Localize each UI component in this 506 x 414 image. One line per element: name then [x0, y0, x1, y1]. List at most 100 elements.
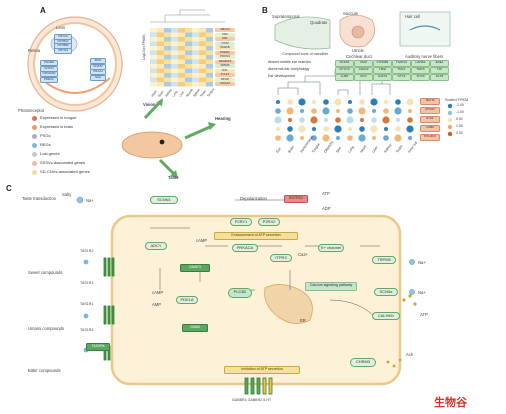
- expression-dot: [287, 99, 293, 105]
- heat-cell: [178, 55, 185, 60]
- heat-row-pde6b: PDE6B: [215, 46, 235, 50]
- expression-dot: [311, 135, 317, 141]
- heat-cell: [157, 46, 164, 51]
- heat-cell: [192, 64, 199, 69]
- receptor-tas1r1: TAS1R1: [80, 302, 94, 306]
- legend-label: Expressed in tongue: [40, 115, 77, 120]
- scale-value: 0.00: [456, 117, 463, 121]
- sweet-label: Sweet compounds: [28, 270, 63, 275]
- heat-cell: [192, 55, 199, 60]
- heat-cell: [199, 73, 206, 78]
- heat-cell: [199, 64, 206, 69]
- heat-cell: [171, 64, 178, 69]
- expression-dot: [324, 118, 328, 122]
- heat-cell: [185, 68, 192, 73]
- dendrogram-b: [277, 69, 391, 95]
- eye-gene-sag: SAG: [90, 74, 106, 81]
- scale-legend-b: [447, 103, 453, 137]
- heat-cell: [164, 50, 171, 55]
- legend-label: REGs: [40, 142, 51, 147]
- expression-dot: [395, 126, 401, 132]
- heat-cell: [157, 59, 164, 64]
- trpm5-box: TRPM5: [372, 256, 396, 264]
- scn-box: SCN5a: [374, 288, 398, 296]
- heat-cell: [157, 50, 164, 55]
- side-gene-atoh1: ATOH1: [420, 107, 440, 114]
- na-label-3: Na+: [418, 290, 426, 295]
- scale-dot: [447, 124, 453, 130]
- heat-cell: [157, 32, 164, 37]
- heatmap-a: [150, 28, 213, 87]
- fish-eye: [159, 139, 165, 145]
- auditory-nerve-label: Auditory nerve fibers: [405, 54, 444, 59]
- heat-cell: [206, 37, 213, 42]
- heat-row-pde6g: PDE6G: [215, 50, 235, 55]
- scale-dot: [447, 117, 453, 123]
- phenotype-gene-ede1: EDE1: [430, 59, 449, 67]
- expression-dot: [360, 118, 364, 122]
- er-shape: [264, 284, 313, 324]
- lens-label: Lens: [56, 25, 66, 30]
- heat-cell: [192, 68, 199, 73]
- heat-cell: [178, 41, 185, 46]
- scale-value: -1.00: [456, 110, 464, 114]
- heat-cell: [157, 68, 164, 73]
- receptor-tas1r2: TAS1R2: [80, 249, 94, 253]
- depolarization-label: Depolarization: [240, 196, 267, 201]
- heat-cell: [192, 46, 199, 51]
- expression-dot: [336, 136, 340, 140]
- phenotype-gene-hand1: HAND1: [411, 59, 430, 67]
- heat-cell: [185, 28, 192, 33]
- heat-row-rpgr: RPGR: [215, 77, 235, 82]
- na-label-1: Na+: [86, 198, 94, 203]
- atp-inhibition-box: Inhibition of ATP secretion: [224, 366, 300, 374]
- atp-dots: [386, 294, 417, 368]
- heat-cell: [192, 28, 199, 33]
- bitter-label: Bitter compounds: [28, 368, 61, 373]
- plcb2-box: PLCB2: [228, 288, 252, 298]
- expression-dot: [396, 118, 400, 122]
- vision-label: Vision: [143, 102, 156, 107]
- er-label: ER: [300, 318, 306, 323]
- heat-row-crx: CRX: [215, 32, 235, 37]
- heat-cell: [150, 50, 157, 55]
- phylogeny-tree: [150, 9, 225, 23]
- heat-row-rpe65: RPE65: [215, 64, 235, 68]
- phenotype-gene-tmie: TMIE: [373, 66, 392, 74]
- hair-cell-box: [399, 11, 451, 47]
- pde1a-box: PDE1A: [176, 296, 198, 304]
- expression-dot: [334, 125, 342, 133]
- heat-cell: [171, 28, 178, 33]
- heat-cell: [199, 55, 206, 60]
- heat-cell: [164, 68, 171, 73]
- expression-dot: [336, 109, 340, 113]
- expression-dot: [394, 134, 402, 142]
- expression-dot: [323, 126, 329, 132]
- phenotype-gene-tfap2a: TFAP2A: [392, 59, 411, 67]
- side-gene-tecta: TECTA: [420, 98, 440, 105]
- heat-row-rpgrip1: RPGRIP1: [215, 59, 235, 64]
- heat-cell: [185, 50, 192, 55]
- heat-row-rs1: RS1: [215, 68, 235, 73]
- heat-cell: [150, 28, 157, 33]
- p2rx2-box: P2RX2: [258, 218, 280, 226]
- bottom-channels: [244, 377, 273, 395]
- supratemporal-label: Supratemporal: [272, 14, 300, 19]
- salty-label: Salty: [62, 192, 72, 197]
- heat-cell: [164, 64, 171, 69]
- ligand-sweet: [83, 259, 89, 265]
- heat-cell: [164, 28, 171, 33]
- expression-dot: [370, 98, 378, 106]
- heat-cell: [199, 68, 206, 73]
- heat-cell: [199, 77, 206, 82]
- heat-cell: [171, 73, 178, 78]
- scale-value: 2.00: [456, 131, 463, 135]
- expression-dot: [298, 98, 306, 106]
- phenotype-gene-myo7a: MYO7A: [335, 66, 354, 74]
- phenotype-gene-gata3: GATA3: [373, 73, 392, 81]
- expression-dot: [406, 125, 414, 133]
- legend-label: SSSVs-associated genes: [40, 160, 86, 165]
- heat-cell: [199, 37, 206, 42]
- phenotype-row-label: Ear development: [268, 74, 296, 78]
- camp-mid-label: cAMP: [152, 290, 164, 295]
